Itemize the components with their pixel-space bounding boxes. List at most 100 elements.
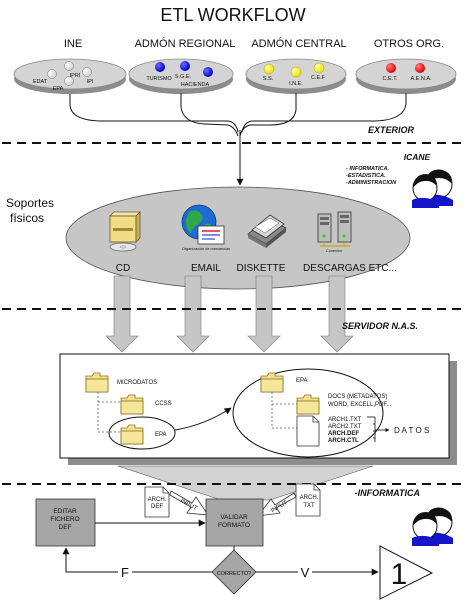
soportes-label-line2: físicos xyxy=(10,211,44,225)
node-dot xyxy=(64,61,74,71)
folder-tree-lines xyxy=(97,392,297,433)
ine-item-edat: EDAT xyxy=(33,79,48,85)
source-central-label: ADMÓN CENTRAL xyxy=(251,37,346,50)
folder-microdatos-label: MICRODATOS xyxy=(117,380,157,386)
false-label-bg xyxy=(118,564,132,580)
workflow-arrows xyxy=(62,519,379,576)
zone-exterior-label: EXTERIOR xyxy=(368,125,415,135)
node-dot xyxy=(263,63,275,75)
arch-line-1: ARCH1.TXT xyxy=(328,417,362,423)
descargas-caption: Conexión xyxy=(326,249,342,253)
correcto-label: CORRECTO? xyxy=(217,571,251,577)
otros-item-cet: C.E.T. xyxy=(383,76,398,82)
otros-item-aena: A.E.N.A. xyxy=(410,76,432,82)
arch-line-4: ARCH.CTL xyxy=(328,438,359,444)
epa-detail-ellipse xyxy=(232,368,384,458)
source-otros: OTROS ORG. C.E.T. A.E.N.A. xyxy=(355,38,457,94)
source-central: ADMÓN CENTRAL S.S. C.E.F I.N.E. xyxy=(245,37,347,94)
doc-arch-txt xyxy=(295,483,321,517)
doc-arch-txt-line1: ARCH. xyxy=(300,495,319,501)
editar-line3: DEF xyxy=(59,524,72,531)
icane-dept-informatica: - INFORMATICA. xyxy=(346,166,389,172)
node-dot xyxy=(415,63,425,73)
validar-line1: VALIDAR xyxy=(220,514,248,521)
folder-epa-big-label: EPA xyxy=(296,378,308,384)
node-dot xyxy=(155,62,165,72)
folder-ccss-label: CCSS xyxy=(155,401,172,407)
source-otros-label: OTROS ORG. xyxy=(374,38,444,50)
source-connectors xyxy=(69,93,407,186)
central-item-ine: I.N.E. xyxy=(289,81,303,87)
result-label: 1 xyxy=(391,558,408,591)
zone-servidor-label: SERVIDOR N.A.S. xyxy=(342,321,418,331)
diagram-title: ETL WORKFLOW xyxy=(160,5,305,25)
transfer-arrows xyxy=(105,275,354,353)
folder-ccss-icon xyxy=(120,394,144,415)
node-dot xyxy=(386,63,396,73)
editar-line2: FICHERO xyxy=(50,516,79,523)
doc-arch-def-line1: ARCH. xyxy=(148,497,167,503)
source-ine-label: INE xyxy=(64,38,82,50)
folder-microdatos-icon xyxy=(85,372,109,393)
datos-label: D A T O S xyxy=(394,426,429,435)
folder-epa-big-icon xyxy=(260,372,284,393)
ine-item-ipri: IPRI xyxy=(70,73,81,79)
doc-arch-def-line2: DEF xyxy=(151,504,163,510)
node-dot xyxy=(64,76,74,86)
folder-epa-small-label: EPA xyxy=(155,432,167,438)
source-regional: ADMÓN REGIONAL TURISMO S.G.E. HACIENDA xyxy=(128,37,236,94)
zone-informatica-label: -INFORMATICA xyxy=(355,488,420,498)
soportes-label-line1: Soportes xyxy=(6,196,54,210)
node-dot xyxy=(47,69,57,79)
email-caption: Organización de mercancías xyxy=(182,247,230,251)
source-ine: INE IPRI EDAT IPI EPA xyxy=(13,38,127,94)
result-triangle xyxy=(379,545,434,600)
editar-line1: EDITAR xyxy=(53,508,77,515)
document-icon xyxy=(296,415,320,447)
datos-brace xyxy=(367,416,390,442)
icane-dept-administracion: -ADMINISTRACION xyxy=(346,180,397,186)
arch-line-3: ARCH.DEF xyxy=(328,431,359,437)
soporte-descargas-label: DESCARGAS ETC... xyxy=(303,263,397,274)
node-dot xyxy=(290,66,302,78)
validar-line2: FORMATO xyxy=(218,522,250,529)
node-dot xyxy=(180,61,190,71)
node-dot xyxy=(82,67,92,77)
central-item-ss: S.S. xyxy=(263,76,274,82)
docs-line-1: DOCS (METADATOS) xyxy=(328,394,387,400)
cd-icon xyxy=(109,211,141,252)
soporte-diskette-label: DISKETTE xyxy=(237,263,286,274)
input-arrows xyxy=(169,490,297,517)
node-dot xyxy=(313,62,325,74)
node-dot xyxy=(203,67,213,77)
docs-line-2: WORD, EXCELL,PDF... xyxy=(328,402,392,408)
soporte-cd-label: CD xyxy=(116,263,130,274)
false-label: F xyxy=(121,565,129,580)
servers-icon xyxy=(317,211,352,247)
doc-arch-def xyxy=(144,486,170,518)
arch-line-2: ARCH2.TXT xyxy=(328,424,362,430)
doc-arch-txt-line2: TXT xyxy=(303,503,315,509)
folder-docs-icon xyxy=(296,394,320,415)
diskette-icon xyxy=(247,214,287,248)
soportes-ellipse xyxy=(65,186,411,290)
regional-item-hacienda: HACIENDA xyxy=(181,82,210,88)
ine-item-ipi: IPI xyxy=(87,79,94,85)
regional-item-sge: S.G.E. xyxy=(175,74,192,80)
central-item-cef: C.E.F xyxy=(311,75,326,81)
icane-dept-estadistica: -ESTADISTICA. xyxy=(346,173,386,179)
true-label: V xyxy=(301,565,310,580)
source-regional-label: ADMÓN REGIONAL xyxy=(135,37,236,50)
people-icon-2 xyxy=(412,507,453,546)
epa-expand-arrow xyxy=(174,407,232,431)
zone-icane-label: ICANE xyxy=(404,152,431,162)
people-icon xyxy=(412,169,453,208)
regional-item-turismo: TURISMO xyxy=(146,76,172,82)
true-label-bg xyxy=(298,564,312,580)
ine-item-epa: EPA xyxy=(53,86,64,92)
folder-epa-small-icon xyxy=(120,424,144,445)
soporte-email-label: EMAIL xyxy=(191,263,221,274)
epa-highlight-ellipse xyxy=(108,416,176,450)
correcto-decision xyxy=(211,549,257,595)
